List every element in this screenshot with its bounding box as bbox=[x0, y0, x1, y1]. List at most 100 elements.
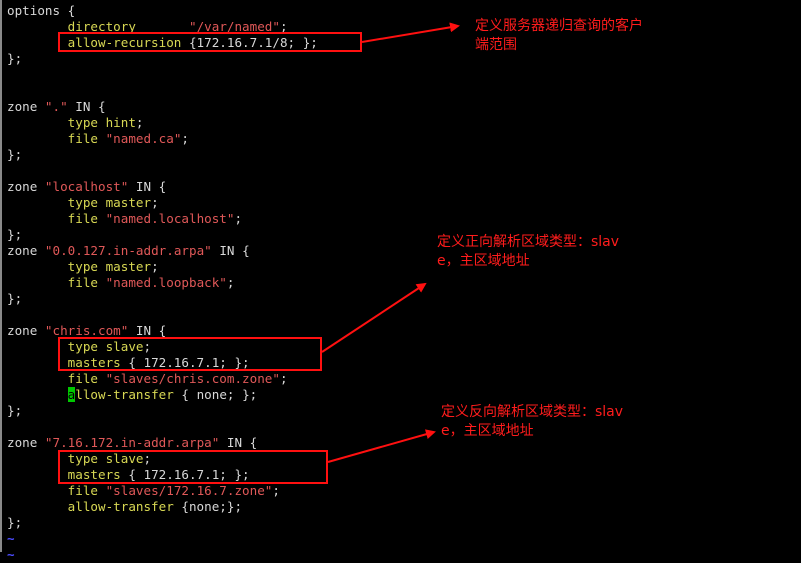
code-text: }; bbox=[7, 147, 23, 162]
highlight-box-forward-zone bbox=[58, 337, 322, 371]
code-keyword: masters bbox=[7, 355, 121, 370]
code-line[interactable]: zone "." IN { bbox=[7, 99, 106, 115]
code-line[interactable]: file "slaves/172.16.7.zone"; bbox=[7, 483, 280, 499]
code-text: ; bbox=[143, 339, 152, 354]
code-line[interactable]: }; bbox=[7, 147, 22, 163]
code-text: IN { bbox=[211, 243, 250, 258]
code-line[interactable]: options { bbox=[7, 3, 75, 19]
code-keyword: file bbox=[7, 211, 106, 226]
code-text: {none;}; bbox=[173, 499, 243, 514]
code-text: IN { bbox=[128, 323, 167, 338]
code-keyword: type bbox=[7, 451, 106, 466]
empty-line-marker: ~ bbox=[7, 531, 15, 546]
code-line[interactable]: }; bbox=[7, 291, 22, 307]
code-line[interactable]: }; bbox=[7, 227, 22, 243]
code-line[interactable]: ~ bbox=[7, 547, 15, 563]
code-text: slave bbox=[105, 451, 144, 466]
code-text: }; bbox=[7, 403, 23, 418]
code-string: "slaves/172.16.7.zone" bbox=[105, 483, 273, 498]
code-text: zone bbox=[7, 323, 45, 338]
code-keyword: type bbox=[7, 339, 106, 354]
code-text: { 172.16.7.1; }; bbox=[120, 355, 250, 370]
code-text: ; bbox=[272, 483, 280, 498]
code-text: slave bbox=[105, 339, 144, 354]
code-text: ; bbox=[279, 19, 288, 34]
code-line[interactable]: zone "7.16.172.in-addr.arpa" IN { bbox=[7, 435, 257, 451]
code-string: "named.localhost" bbox=[105, 211, 235, 226]
code-keyword: allow-transfer bbox=[7, 499, 174, 514]
code-line[interactable]: allow-transfer {none;}; bbox=[7, 499, 242, 515]
code-text: }; bbox=[7, 515, 23, 530]
code-string: "0.0.127.in-addr.arpa" bbox=[44, 243, 212, 258]
code-keyword: masters bbox=[7, 467, 121, 482]
code-text: ; bbox=[234, 211, 243, 226]
code-text: ; bbox=[279, 371, 288, 386]
code-text: zone bbox=[7, 435, 45, 450]
code-line[interactable]: masters { 172.16.7.1; }; bbox=[7, 355, 250, 371]
code-text: }; bbox=[7, 227, 23, 242]
text-cursor: a bbox=[67, 387, 76, 402]
code-line[interactable]: file "named.loopback"; bbox=[7, 275, 235, 291]
code-text: }; bbox=[7, 51, 23, 66]
annotation-recursion: 定义服务器递归查询的客户 端范围 bbox=[475, 18, 643, 53]
code-text: { 172.16.7.1; }; bbox=[120, 467, 250, 482]
code-string: "." bbox=[44, 99, 68, 114]
code-text: IN { bbox=[67, 99, 106, 114]
code-line[interactable]: }; bbox=[7, 403, 22, 419]
code-keyword: file bbox=[7, 275, 106, 290]
code-line[interactable]: masters { 172.16.7.1; }; bbox=[7, 467, 250, 483]
code-line[interactable]: zone "chris.com" IN { bbox=[7, 323, 166, 339]
code-string: "named.ca" bbox=[105, 131, 182, 146]
code-line[interactable]: allow-recursion {172.16.7.1/8; }; bbox=[7, 35, 318, 51]
code-string: "chris.com" bbox=[44, 323, 129, 338]
code-text: ; bbox=[226, 275, 235, 290]
code-text: master bbox=[105, 195, 152, 210]
code-line[interactable]: }; bbox=[7, 515, 22, 531]
code-keyword: type bbox=[7, 195, 106, 210]
code-line[interactable]: type master; bbox=[7, 259, 159, 275]
code-string: "localhost" bbox=[44, 179, 129, 194]
code-line[interactable]: zone "localhost" IN { bbox=[7, 179, 166, 195]
code-keyword: file bbox=[7, 483, 106, 498]
code-keyword: file bbox=[7, 131, 106, 146]
code-line[interactable]: directory "/var/named"; bbox=[7, 19, 288, 35]
code-line[interactable]: file "named.localhost"; bbox=[7, 211, 242, 227]
code-line[interactable]: }; bbox=[7, 51, 22, 67]
code-text: IN { bbox=[219, 435, 258, 450]
code-keyword: allow-recursion bbox=[7, 35, 182, 50]
code-line[interactable]: file "slaves/chris.com.zone"; bbox=[7, 371, 288, 387]
code-keyword: directory bbox=[7, 19, 136, 34]
highlight-box-recursion bbox=[58, 32, 362, 52]
code-text: IN { bbox=[128, 179, 167, 194]
code-keyword: type bbox=[7, 115, 106, 130]
code-text: }; bbox=[7, 291, 23, 306]
code-line[interactable]: type hint; bbox=[7, 115, 144, 131]
annotation-forward-zone: 定义正向解析区域类型：slav e，主区域地址 bbox=[437, 234, 620, 269]
code-text: ; bbox=[151, 195, 159, 210]
code-line[interactable]: type slave; bbox=[7, 451, 151, 467]
code-text: zone bbox=[7, 243, 45, 258]
code-text: ; bbox=[151, 259, 159, 274]
code-keyword: llow-transfer bbox=[75, 387, 174, 402]
code-string: "named.loopback" bbox=[105, 275, 227, 290]
code-text: hint bbox=[105, 115, 136, 130]
code-text: options { bbox=[7, 3, 76, 18]
code-string: "7.16.172.in-addr.arpa" bbox=[44, 435, 220, 450]
code-line[interactable]: zone "0.0.127.in-addr.arpa" IN { bbox=[7, 243, 250, 259]
code-text: zone bbox=[7, 99, 45, 114]
annotation-reverse-zone: 定义反向解析区域类型：slav e，主区域地址 bbox=[441, 404, 624, 439]
code-text: ; bbox=[135, 115, 144, 130]
code-line[interactable]: allow-transfer { none; }; bbox=[7, 387, 257, 403]
empty-line-marker: ~ bbox=[7, 547, 15, 562]
code-text bbox=[7, 387, 68, 402]
code-line[interactable]: type slave; bbox=[7, 339, 151, 355]
code-text: { none; }; bbox=[173, 387, 258, 402]
code-text: zone bbox=[7, 179, 45, 194]
code-line[interactable]: type master; bbox=[7, 195, 159, 211]
highlight-box-reverse-zone bbox=[58, 450, 328, 484]
code-line[interactable]: file "named.ca"; bbox=[7, 131, 189, 147]
code-text: ; bbox=[181, 131, 189, 146]
code-line[interactable]: ~ bbox=[7, 531, 15, 547]
code-text: {172.16.7.1/8; }; bbox=[181, 35, 318, 50]
